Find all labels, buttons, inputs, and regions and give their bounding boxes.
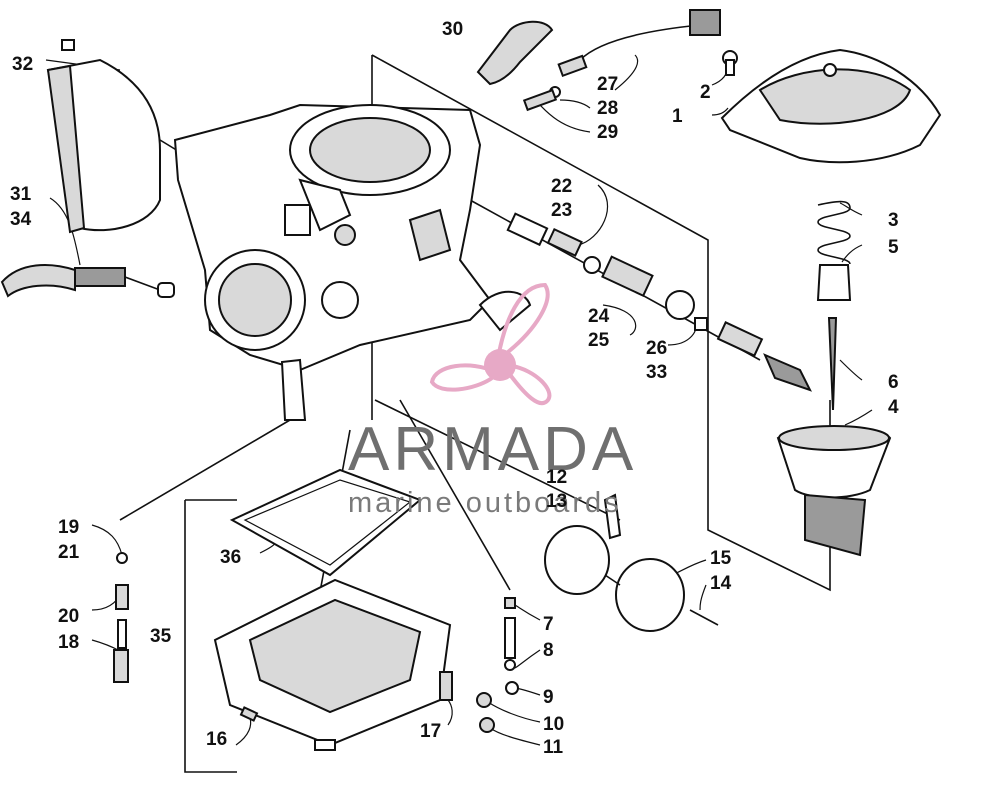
part-top-cover [720,48,942,164]
callout-31: 31 [10,184,32,205]
callout-10: 10 [543,714,564,735]
callout-27: 27 [597,74,618,95]
callout-5: 5 [888,237,899,258]
callout-30: 30 [442,19,463,40]
callout-11: 11 [543,737,564,758]
part-throttle-cable [0,264,175,298]
watermark-tagline: marine outboards [348,487,622,519]
part-gasket [229,468,422,577]
propeller-blade [496,282,550,359]
part-pilot-screw [113,552,129,683]
part-hose [476,20,554,86]
propeller-blade [506,364,552,406]
callout-22: 22 [551,176,572,197]
callout-20: 20 [58,606,79,627]
callout-23: 23 [551,200,572,221]
callout-2: 2 [700,82,711,103]
callout-12: 12 [546,467,567,488]
callout-labels: 1 2 3 4 5 6 7 8 9 10 11 12 13 14 15 16 1… [10,19,899,758]
callout-33: 33 [646,362,667,383]
callout-4: 4 [888,397,899,418]
callout-3: 3 [888,210,899,231]
callout-24: 24 [588,306,610,327]
part-choke-cover [46,39,161,234]
propeller-hub [484,349,516,381]
callout-21: 21 [58,542,80,563]
callout-6: 6 [888,372,899,393]
part-throttle-slide [776,425,892,557]
callout-25: 25 [588,330,610,351]
part-jets [506,212,812,392]
part-float [544,525,719,632]
callout-7: 7 [543,614,554,635]
callout-19: 19 [58,517,79,538]
callout-29: 29 [597,122,618,143]
callout-36: 36 [220,547,241,568]
callout-16: 16 [206,729,227,750]
propeller-blade [429,363,497,392]
propeller-logo [429,282,552,406]
callout-17: 17 [420,721,441,742]
callout-35: 35 [150,626,172,647]
part-carburetor-body [173,103,532,421]
callout-34: 34 [10,209,32,230]
part-float-bowl [213,578,452,751]
callout-32: 32 [12,54,33,75]
callout-14: 14 [710,573,732,594]
callout-15: 15 [710,548,732,569]
callout-8: 8 [543,640,554,661]
part-bowl-screws [239,671,453,722]
part-float-valve [476,597,519,733]
callout-9: 9 [543,687,554,708]
callout-18: 18 [58,632,79,653]
callout-1: 1 [672,106,683,127]
callout-28: 28 [597,98,618,119]
part-fuel-cable [522,9,721,112]
watermark: ARMADA marine outboards [348,282,637,519]
watermark-brand: ARMADA [348,415,637,484]
callout-26: 26 [646,338,667,359]
part-needle-assembly [816,200,852,411]
part-clip [603,493,622,540]
callout-13: 13 [546,491,567,512]
